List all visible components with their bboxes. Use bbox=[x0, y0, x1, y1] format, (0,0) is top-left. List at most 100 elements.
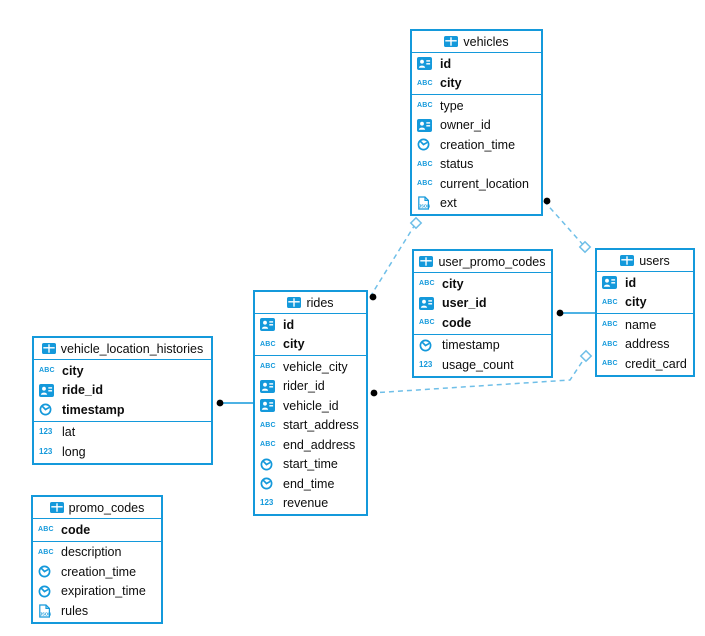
timestamp-type-icon bbox=[260, 477, 278, 490]
column-row-rider_id[interactable]: rider_id bbox=[255, 377, 366, 397]
table-icon bbox=[444, 36, 459, 47]
table-header[interactable]: rides bbox=[255, 292, 366, 314]
id-badge-icon bbox=[260, 379, 278, 393]
column-name: expiration_time bbox=[61, 584, 146, 599]
relationship-line-vehicles-users bbox=[543, 200, 586, 248]
column-name: status bbox=[440, 157, 474, 172]
column-name: long bbox=[62, 444, 86, 459]
column-name: code bbox=[442, 315, 472, 330]
text-type-icon: ABC bbox=[417, 180, 433, 188]
table-header[interactable]: users bbox=[597, 250, 693, 272]
table-icon bbox=[287, 297, 302, 308]
relationship-dot-marker bbox=[370, 389, 378, 397]
column-name: user_id bbox=[442, 296, 487, 311]
column-row-type[interactable]: ABC type bbox=[412, 96, 541, 116]
column-row-status[interactable]: ABC status bbox=[412, 155, 541, 175]
column-name: city bbox=[625, 295, 647, 310]
table-header[interactable]: promo_codes bbox=[33, 497, 161, 519]
table-title: rides bbox=[306, 295, 334, 310]
column-row-creation_time[interactable]: creation_time bbox=[412, 135, 541, 155]
text-type-icon: ABC bbox=[417, 102, 433, 110]
column-row-start_address[interactable]: ABC start_address bbox=[255, 416, 366, 436]
table-header[interactable]: vehicle_location_histories bbox=[34, 338, 211, 360]
timestamp-type-icon bbox=[417, 138, 435, 151]
text-type-icon: ABC bbox=[419, 319, 435, 327]
column-row-timestamp[interactable]: timestamp bbox=[34, 400, 211, 420]
column-name: id bbox=[440, 56, 452, 71]
column-row-id[interactable]: id bbox=[597, 273, 693, 293]
column-row-user_id[interactable]: user_id bbox=[414, 294, 551, 314]
column-row-timestamp[interactable]: timestamp bbox=[414, 336, 551, 356]
column-name: id bbox=[283, 317, 295, 332]
column-row-code[interactable]: ABC code bbox=[414, 313, 551, 333]
column-row-start_time[interactable]: start_time bbox=[255, 455, 366, 475]
column-name: start_address bbox=[283, 418, 359, 433]
relationship-dot-marker bbox=[369, 293, 377, 301]
id-badge-icon bbox=[260, 399, 278, 413]
column-row-vehicle_id[interactable]: vehicle_id bbox=[255, 396, 366, 416]
column-row-id[interactable]: id bbox=[255, 315, 366, 335]
json-type-icon: JSON bbox=[38, 604, 56, 618]
text-type-icon: ABC bbox=[417, 79, 433, 87]
text-type-icon: ABC bbox=[417, 160, 433, 168]
json-type-icon: JSON bbox=[417, 196, 435, 210]
column-name: credit_card bbox=[625, 356, 687, 371]
column-row-id[interactable]: id bbox=[412, 54, 541, 74]
relationship-diamond-marker bbox=[578, 240, 592, 254]
column-name: name bbox=[625, 317, 657, 332]
table-title: vehicle_location_histories bbox=[60, 341, 204, 356]
text-type-icon: ABC bbox=[38, 548, 54, 556]
column-name: id bbox=[625, 275, 637, 290]
column-name: ext bbox=[440, 196, 457, 211]
text-type-icon: ABC bbox=[260, 363, 276, 371]
column-row-creation_time[interactable]: creation_time bbox=[33, 562, 161, 582]
column-name: type bbox=[440, 98, 464, 113]
table-header[interactable]: vehicles bbox=[412, 31, 541, 53]
timestamp-type-icon bbox=[419, 339, 437, 352]
relationship-dot-marker bbox=[556, 309, 564, 317]
column-row-owner_id[interactable]: owner_id bbox=[412, 116, 541, 136]
column-row-end_time[interactable]: end_time bbox=[255, 474, 366, 494]
column-name: ride_id bbox=[62, 383, 103, 398]
column-row-ride_id[interactable]: ride_id bbox=[34, 381, 211, 401]
column-name: rider_id bbox=[283, 379, 325, 394]
column-row-ext[interactable]: JSON ext bbox=[412, 194, 541, 214]
column-name: end_time bbox=[283, 476, 335, 491]
table-header[interactable]: user_promo_codes bbox=[414, 251, 551, 273]
column-row-expiration_time[interactable]: expiration_time bbox=[33, 582, 161, 602]
timestamp-type-icon bbox=[38, 565, 56, 578]
column-name: revenue bbox=[283, 496, 329, 511]
relationship-dot-marker bbox=[216, 399, 224, 407]
text-type-icon: ABC bbox=[260, 421, 276, 429]
column-name: city bbox=[62, 363, 84, 378]
